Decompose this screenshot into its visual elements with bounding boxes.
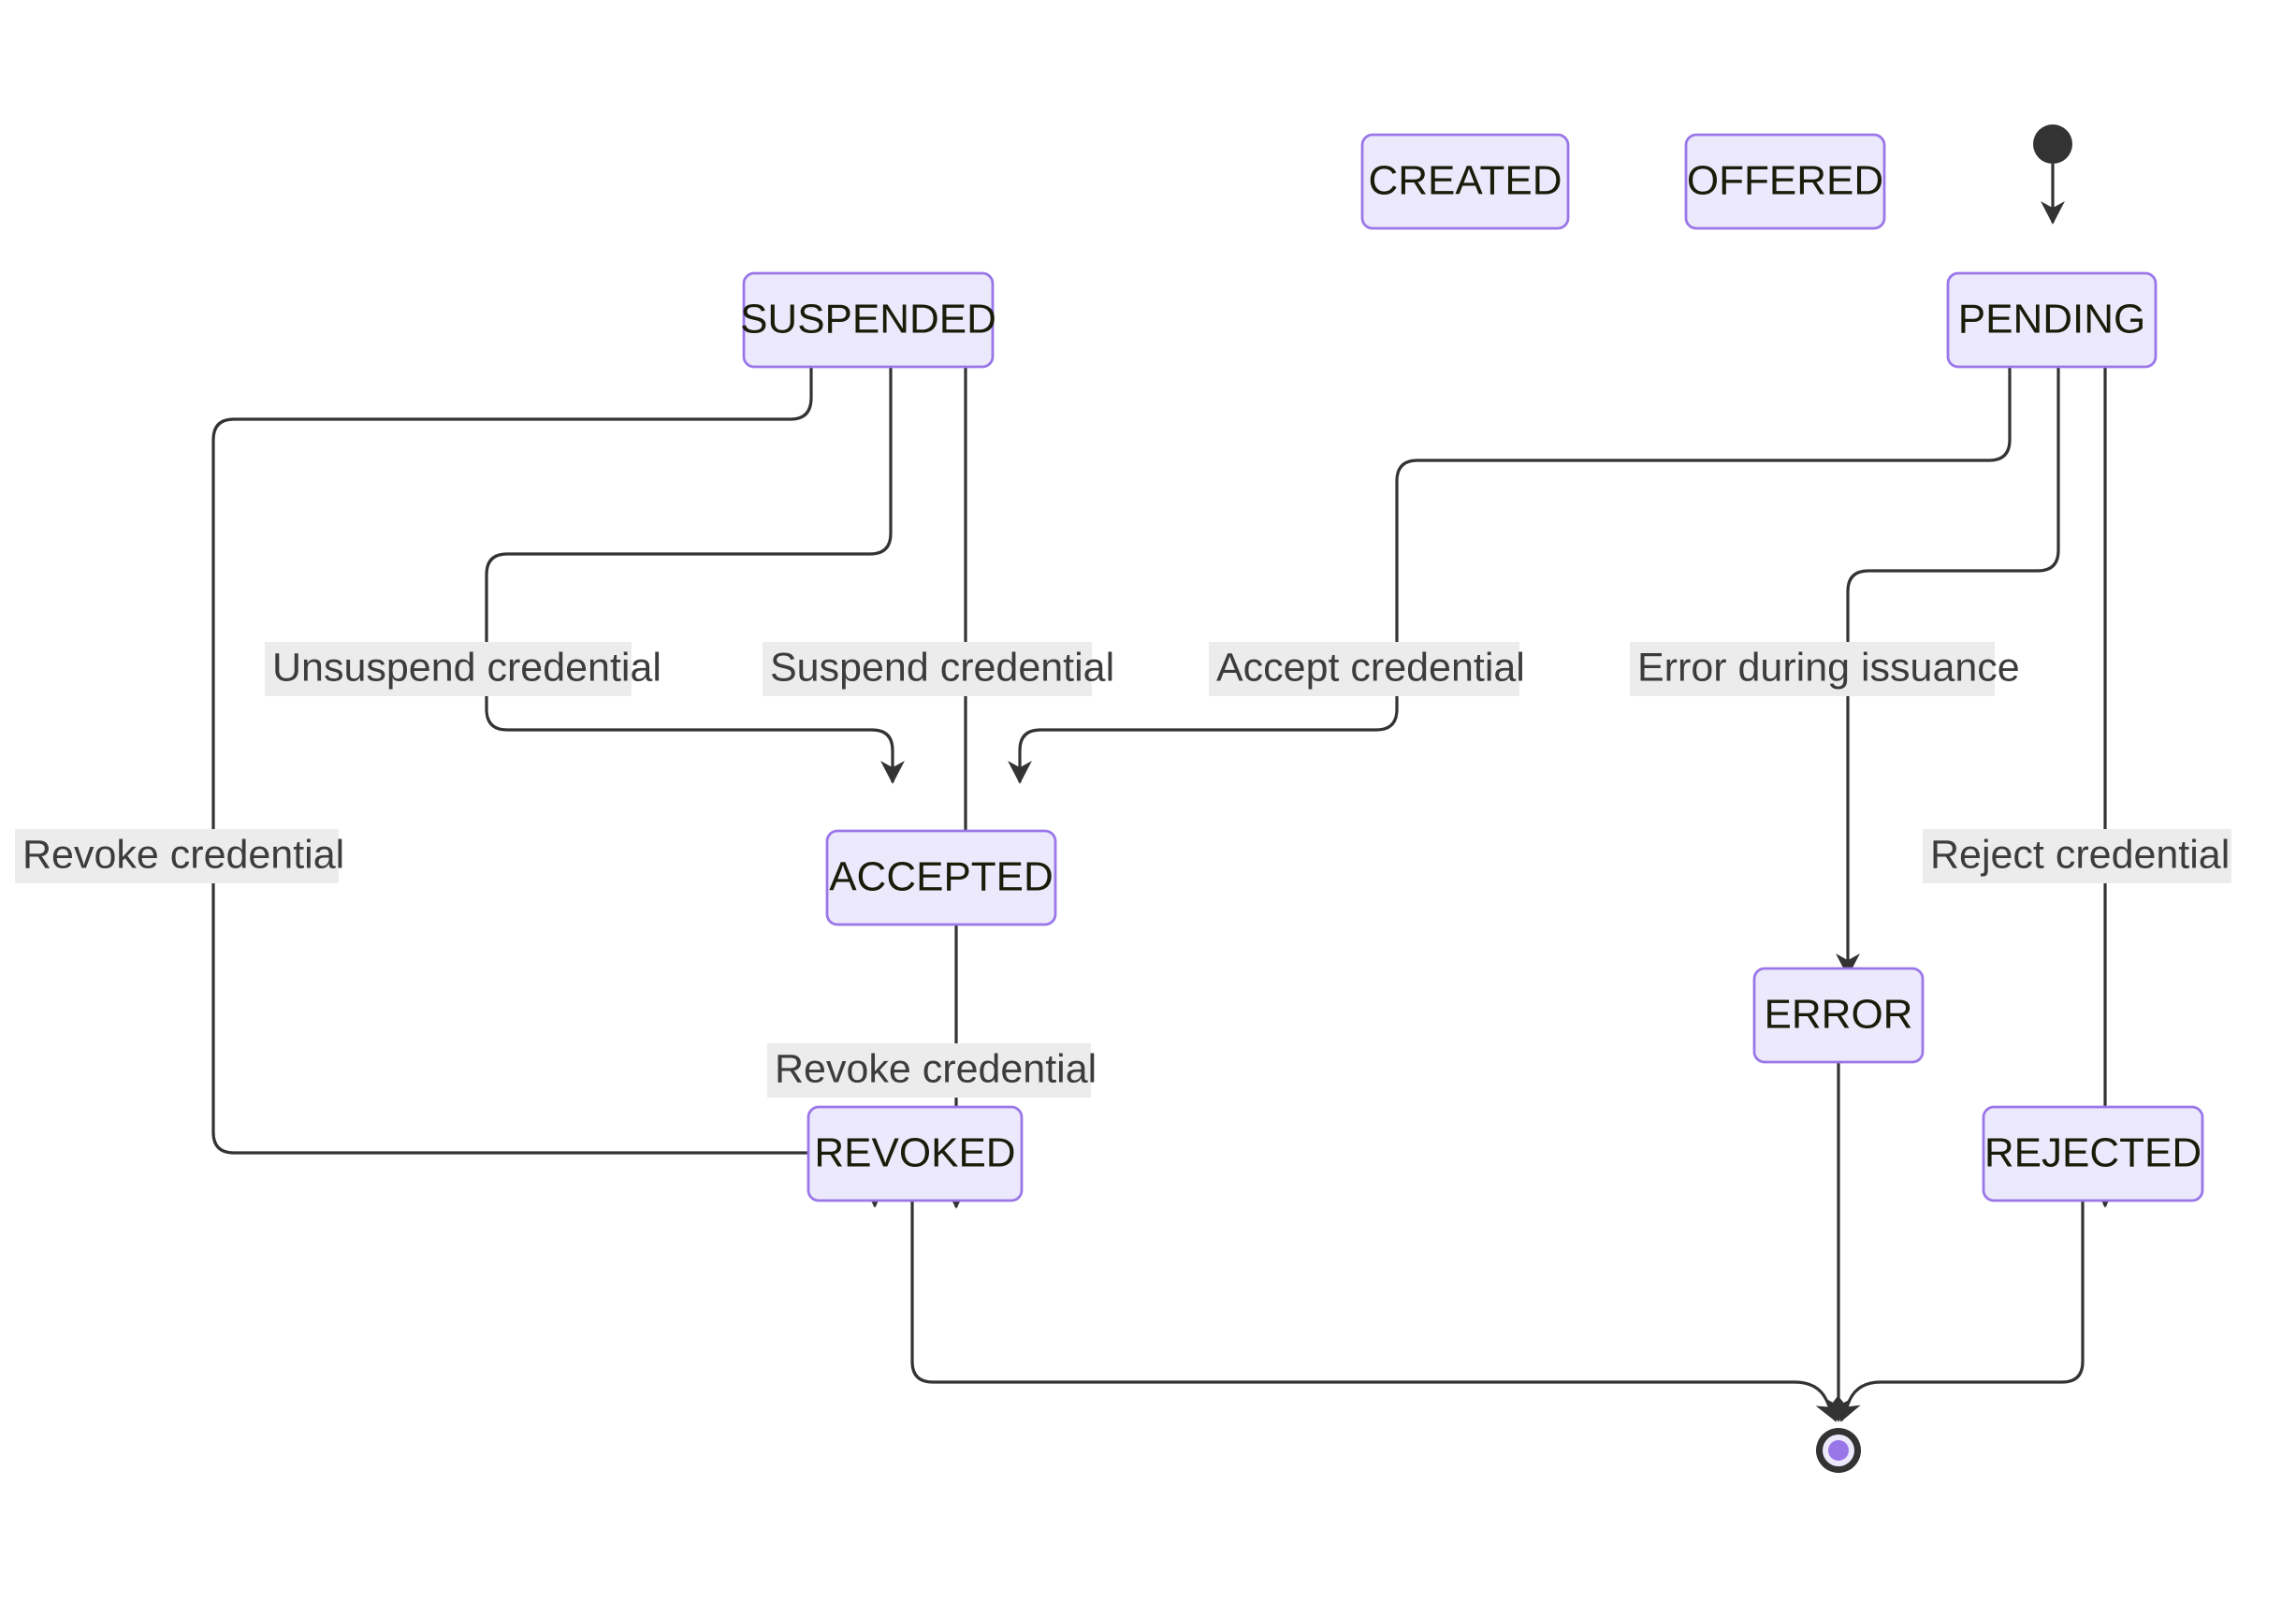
edge-label-accept-credential: Accept credential — [1209, 642, 1525, 696]
edge-label-bg — [1923, 829, 2231, 883]
edge-label-bg — [265, 642, 632, 696]
state-label-created: CREATED — [1369, 158, 1562, 204]
edge-label-unsuspend-credential: Unsuspend credential — [265, 642, 661, 696]
state-node-error[interactable]: ERROR — [1752, 967, 1925, 1064]
edge-label-text: Unsuspend credential — [272, 645, 661, 690]
edge-label-bg — [1630, 642, 1995, 696]
edge-label-bg — [767, 1043, 1091, 1098]
transition-pending-to-error — [1836, 320, 2060, 977]
start-node — [2033, 124, 2072, 164]
state-label-suspended: SUSPENDED — [740, 297, 996, 342]
state-node-created[interactable]: CREATED — [1360, 133, 1570, 230]
state-label-pending: PENDING — [1958, 297, 2145, 342]
state-node-rejected[interactable]: REJECTED — [1982, 1105, 2204, 1202]
state-node-revoked[interactable]: REVOKED — [807, 1105, 1024, 1202]
edge-label-text: Revoke credential — [775, 1046, 1097, 1091]
edge-label-revoke-credential-accepted: Revoke credential — [767, 1043, 1097, 1098]
state-label-revoked: REVOKED — [814, 1130, 1015, 1176]
state-box-error[interactable] — [1752, 967, 1925, 1064]
state-box-suspended[interactable] — [742, 271, 995, 369]
end-node — [1816, 1428, 1861, 1473]
state-label-accepted: ACCEPTED — [829, 854, 1054, 900]
state-box-revoked[interactable] — [807, 1105, 1024, 1202]
state-box-accepted[interactable] — [825, 829, 1057, 926]
transition-suspended-to-accepted — [485, 320, 905, 784]
state-label-error: ERROR — [1765, 992, 1913, 1038]
state-box-created[interactable] — [1360, 133, 1570, 230]
state-label-offered: OFFERED — [1687, 158, 1883, 204]
nodes-layer: CREATED OFFERED SUSPENDED PENDING ACCEPT… — [740, 133, 2204, 1202]
transition-pending-to-accepted — [1008, 320, 2012, 784]
edge-label-reject-credential: Reject credential — [1923, 829, 2231, 883]
state-node-offered[interactable]: OFFERED — [1684, 133, 1886, 230]
edge-label-text: Revoke credential — [22, 832, 344, 877]
transition-revoked-to-end — [910, 1154, 1838, 1422]
edge-labels-layer: Unsuspend credential Suspend credential … — [15, 642, 2231, 1098]
transition-rejected-to-end — [1838, 1154, 2085, 1422]
state-box-pending[interactable] — [1946, 271, 2158, 369]
edge-label-revoke-credential-suspended: Revoke credential — [15, 829, 344, 883]
edge-label-bg — [763, 642, 1092, 696]
state-node-pending[interactable]: PENDING — [1946, 271, 2158, 369]
state-node-accepted[interactable]: ACCEPTED — [825, 829, 1057, 926]
edges-layer — [211, 164, 2117, 1422]
state-label-rejected: REJECTED — [1984, 1130, 2202, 1176]
edge-label-text: Reject credential — [1930, 832, 2230, 877]
edge-label-suspend-credential: Suspend credential — [763, 642, 1114, 696]
edge-label-text: Error during issuance — [1637, 645, 2020, 690]
state-node-suspended[interactable]: SUSPENDED — [740, 271, 996, 369]
edge-label-bg — [1209, 642, 1519, 696]
state-box-rejected[interactable] — [1982, 1105, 2204, 1202]
edge-label-text: Suspend credential — [770, 645, 1114, 690]
edge-label-bg — [15, 829, 339, 883]
state-box-offered[interactable] — [1684, 133, 1886, 230]
edge-label-text: Accept credential — [1216, 645, 1525, 690]
edge-label-error-during-issuance: Error during issuance — [1630, 642, 2020, 696]
